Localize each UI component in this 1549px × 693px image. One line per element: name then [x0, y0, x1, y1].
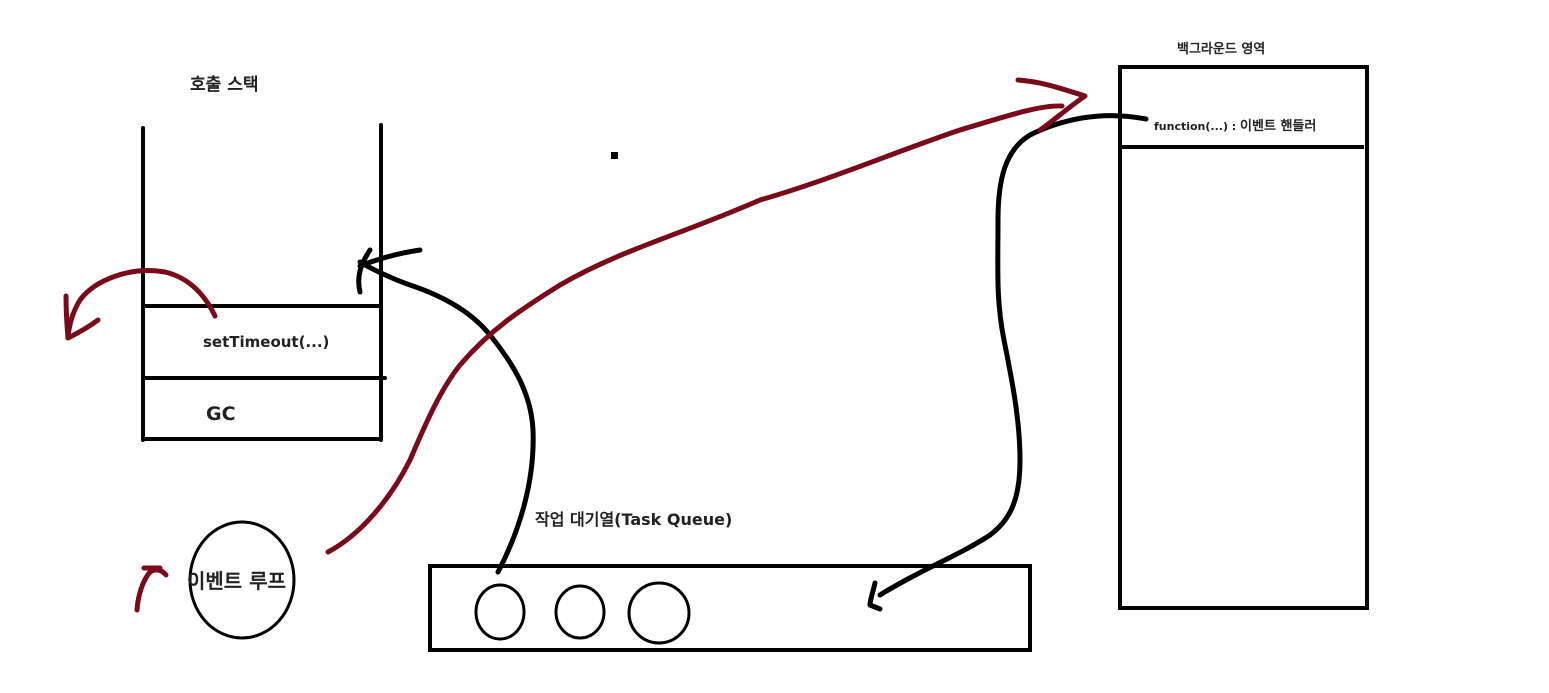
event-loop-circle [188, 520, 296, 640]
call-stack-title: 호출 스택 [190, 75, 259, 95]
stack-frame-settimeout: setTimeout(...) [203, 333, 330, 351]
arrow-queue-to-stack [357, 259, 536, 575]
stray-dot [611, 152, 618, 159]
arrow-loop-to-background [325, 103, 1065, 555]
task-queue-items [474, 581, 691, 645]
call-stack-box [141, 123, 387, 442]
stack-frame-gc: GC [206, 403, 236, 425]
event-loop-label: 이벤트 루프 [187, 569, 286, 593]
queue-item-2 [554, 584, 606, 640]
arrow-stack-pop [65, 268, 218, 339]
arrow-background-to-queue [877, 113, 1149, 598]
arrow-background-to-queue-head [867, 580, 883, 612]
background-area-title: 백그라운드 영역 [1177, 42, 1266, 57]
task-queue-title: 작업 대기열(Task Queue) [535, 510, 733, 529]
arrow-stack-pop-head [63, 293, 101, 341]
arrow-queue-to-stack-head [356, 247, 423, 295]
queue-item-1 [474, 583, 526, 641]
event-loop-rotation-mark [134, 567, 169, 613]
arrow-loop-to-background-head [1015, 77, 1088, 133]
queue-item-3 [627, 581, 691, 645]
task-queue-box [428, 564, 1032, 652]
event-handler-entry: function(...) : 이벤트 핸들러 [1154, 115, 1316, 134]
background-area-box [1118, 65, 1369, 610]
handler-function-text: function(...) : [1154, 120, 1241, 133]
handler-description: 이벤트 핸들러 [1240, 119, 1317, 134]
